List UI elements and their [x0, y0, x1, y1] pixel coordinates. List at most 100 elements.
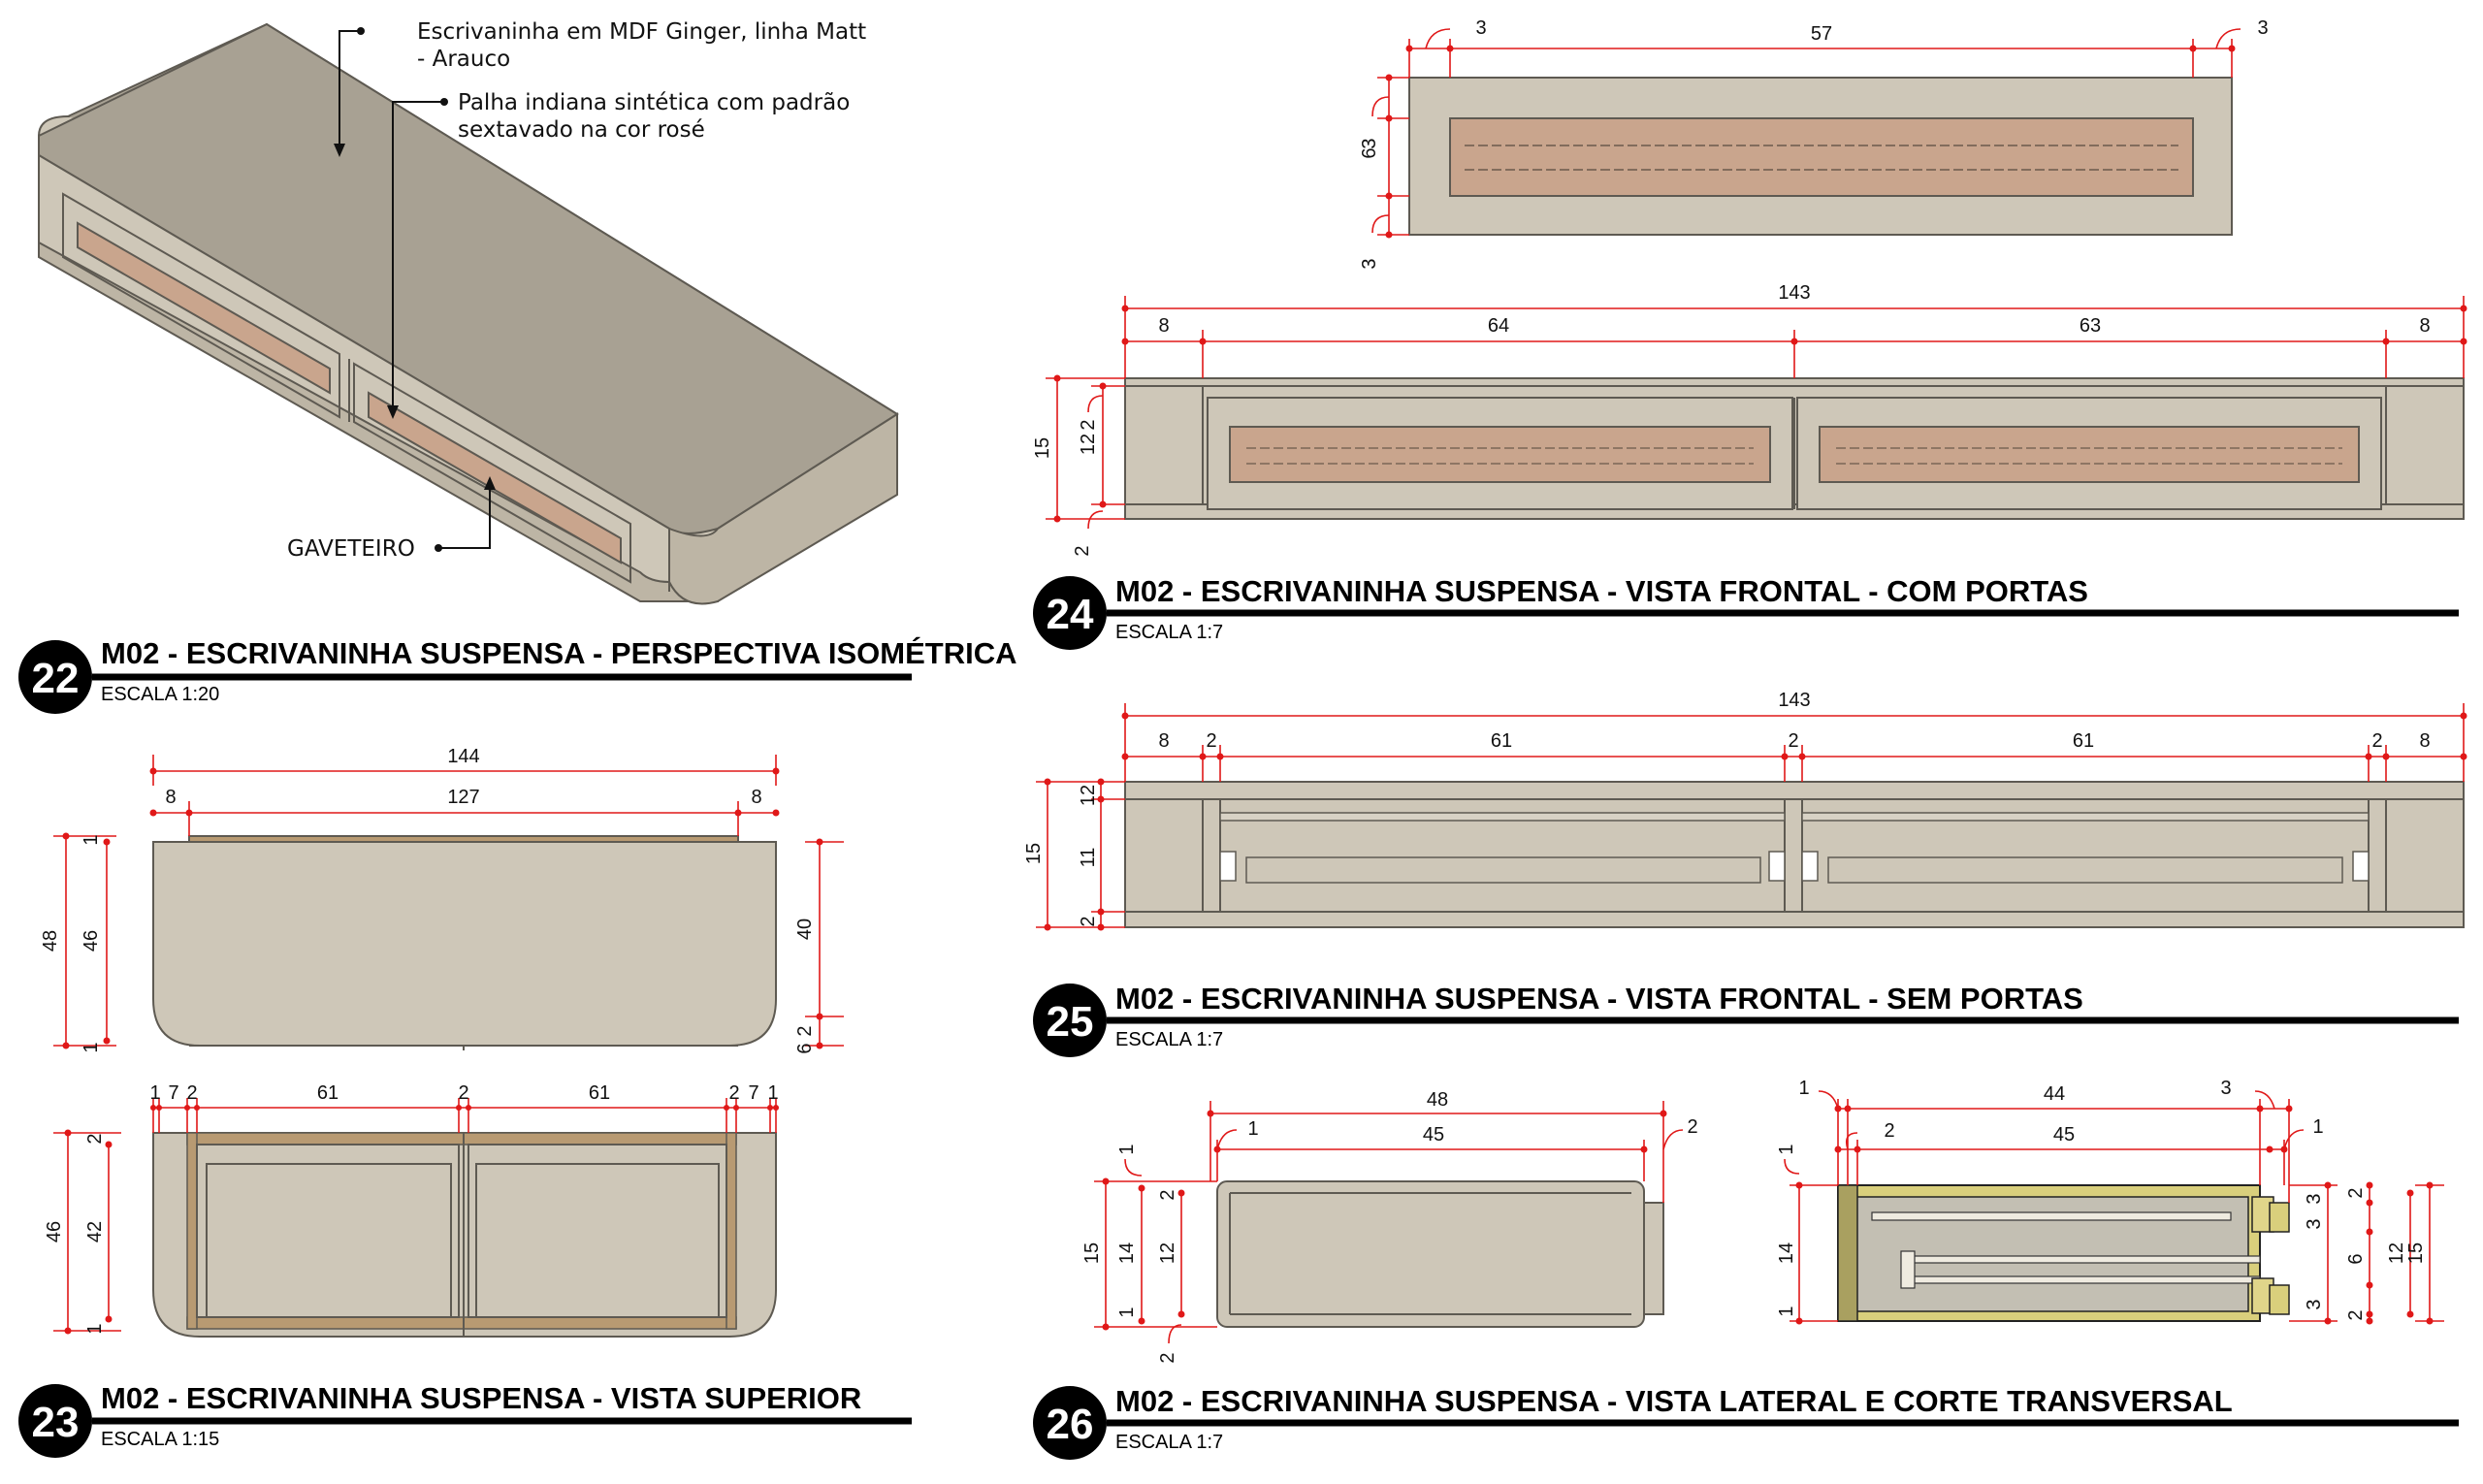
door-detail-view: [1408, 77, 2233, 236]
dim-26b-right-2: 2: [2345, 1187, 2367, 1198]
view-number-22: 22: [32, 655, 80, 702]
top-view-lower: [152, 1132, 777, 1338]
dim-24-63: 63: [2080, 315, 2101, 337]
side-view-dimensions: 48 1 45 2 15 14 12 2 1 1 2: [1081, 1089, 1698, 1364]
dim-door-height-6: 6: [1359, 147, 1380, 158]
dim-26b-right-6: 6: [2345, 1253, 2367, 1264]
dim-24-height-12: 12: [1078, 434, 1099, 455]
view-number-23: 23: [32, 1399, 80, 1446]
dim-23b-2b: 2: [458, 1082, 468, 1104]
top-view-lower-dimensions: 1 7 2 61 2 61 2 7 1 46 42 2 1: [44, 1082, 779, 1335]
dim-23b-1: 1: [149, 1082, 160, 1104]
dim-26b-right-2b: 2: [2345, 1309, 2367, 1320]
dim-23b-7b: 7: [748, 1082, 758, 1104]
title-block-24: 24 M02 - ESCRIVANINHA SUSPENSA - VISTA F…: [1033, 574, 2459, 650]
side-view: [1216, 1180, 1664, 1328]
dim-24-64: 64: [1488, 315, 1509, 337]
dim-24-height-15: 15: [1032, 437, 1053, 459]
dim-23-right-6: 6: [794, 1043, 816, 1053]
cross-section-view: [1837, 1184, 2290, 1322]
dim-26b-right-15: 15: [2405, 1242, 2427, 1264]
title-block-22: 22 M02 - ESCRIVANINHA SUSPENSA - PERSPEC…: [18, 636, 1016, 714]
dim-25-2c: 2: [2371, 730, 2382, 752]
dim-23b-depth-46: 46: [44, 1221, 65, 1242]
drawer-annotation: GAVETEIRO: [287, 536, 415, 562]
isometric-annotations: Escrivaninha em MDF Ginger, linha Matt -…: [287, 19, 866, 562]
dim-23b-1b: 1: [767, 1082, 778, 1104]
dim-23b-bottom-1: 1: [84, 1323, 106, 1334]
dim-26b-1: 1: [1798, 1078, 1809, 1099]
view-scale-23: ESCALA 1:15: [101, 1429, 219, 1450]
dim-23b-2: 2: [186, 1082, 197, 1104]
dim-23-right-2: 2: [794, 1025, 816, 1036]
dim-24-total: 143: [1778, 282, 1810, 304]
dim-23-bottom-1: 1: [81, 1042, 102, 1052]
view-title-26: M02 - ESCRIVANINHA SUSPENSA - VISTA LATE…: [1115, 1384, 2233, 1418]
view-number-24: 24: [1047, 591, 1094, 638]
dim-23-total: 144: [447, 746, 479, 767]
dim-25-61a: 61: [1491, 730, 1512, 752]
dim-23b-61b: 61: [589, 1082, 610, 1104]
dim-door-right-3: 3: [2257, 17, 2268, 39]
dim-26b-1b: 1: [2312, 1116, 2323, 1138]
dim-26b-2: 2: [1884, 1120, 1894, 1142]
material-annotation-line1: Escrivaninha em MDF Ginger, linha Matt: [417, 19, 866, 45]
dim-26b-left-1b: 1: [1776, 1306, 1797, 1316]
dim-26b-right-12: 12: [2386, 1242, 2407, 1264]
view-title-23: M02 - ESCRIVANINHA SUSPENSA - VISTA SUPE…: [101, 1381, 861, 1415]
dim-26a-1: 1: [1247, 1118, 1258, 1140]
dim-23b-depth-42: 42: [84, 1221, 106, 1242]
isometric-view: [37, 22, 899, 605]
dim-23-mid: 127: [447, 787, 479, 808]
dim-26b-left-14: 14: [1776, 1242, 1797, 1264]
dim-door-height-3: 3: [1359, 138, 1380, 148]
door-detail-dimensions: 3 57 3 6 3 3: [1359, 17, 2269, 270]
dim-26b-right-3c: 3: [2304, 1299, 2325, 1309]
title-block-26: 26 M02 - ESCRIVANINHA SUSPENSA - VISTA L…: [1033, 1384, 2459, 1460]
dim-25-bottom-2: 2: [1078, 916, 1099, 926]
view-scale-24: ESCALA 1:7: [1115, 622, 1223, 643]
view-scale-26: ESCALA 1:7: [1115, 1432, 1223, 1453]
dim-25-mid-11: 11: [1078, 848, 1099, 868]
view-title-22: M02 - ESCRIVANINHA SUSPENSA - PERSPECTIV…: [101, 636, 1016, 670]
dim-26a-45: 45: [1423, 1124, 1444, 1145]
dim-door-bottom-3: 3: [1359, 258, 1380, 269]
dim-24-top-2: 2: [1078, 419, 1099, 430]
top-view-upper: [152, 835, 777, 1050]
dim-26a-14: 14: [1116, 1242, 1138, 1264]
dim-23-top-1: 1: [81, 834, 102, 845]
dim-24-bottom-2: 2: [1072, 545, 1093, 556]
view-title-25: M02 - ESCRIVANINHA SUSPENSA - VISTA FRON…: [1115, 982, 2083, 1016]
straw-annotation-line1: Palha indiana sintética com padrão: [458, 90, 850, 115]
dim-26b-right-3b: 3: [2304, 1218, 2325, 1229]
view-scale-25: ESCALA 1:7: [1115, 1029, 1223, 1050]
dim-26b-3: 3: [2220, 1078, 2231, 1099]
title-block-23: 23 M02 - ESCRIVANINHA SUSPENSA - VISTA S…: [18, 1381, 912, 1458]
front-view-with-doors-dimensions: 143 8 64 63 8 15 12 2 2: [1032, 282, 2467, 557]
dim-24-8a: 8: [1158, 315, 1169, 337]
dim-25-2a: 2: [1206, 730, 1216, 752]
dim-26b-left-1: 1: [1776, 1144, 1797, 1154]
dim-23b-7: 7: [168, 1082, 178, 1104]
view-number-25: 25: [1047, 998, 1094, 1046]
front-view-without-doors: [1124, 781, 2465, 928]
cross-section-dimensions: 1 44 3 2 45 1 1 14 1 3 3 2 6 12 15 3: [1776, 1078, 2444, 1325]
dim-23b-2c: 2: [728, 1082, 739, 1104]
dim-26a-2bot: 2: [1157, 1352, 1178, 1363]
dim-26b-45: 45: [2053, 1124, 2075, 1145]
title-block-25: 25 M02 - ESCRIVANINHA SUSPENSA - VISTA F…: [1033, 982, 2459, 1057]
dim-26a-15: 15: [1081, 1242, 1103, 1264]
dim-25-61b: 61: [2073, 730, 2094, 752]
dim-26a-1bot: 1: [1116, 1307, 1138, 1317]
dim-25-8a: 8: [1158, 730, 1169, 752]
dim-26a-1top: 1: [1116, 1144, 1138, 1154]
front-view-without-doors-dimensions: 143 8 2 61 2 61 2 8 15 12 11 2: [1023, 690, 2467, 931]
view-title-24: M02 - ESCRIVANINHA SUSPENSA - VISTA FRON…: [1115, 574, 2088, 608]
dim-23-right: 8: [751, 787, 761, 808]
dim-24-8b: 8: [2419, 315, 2430, 337]
dim-26a-12: 12: [1157, 1242, 1178, 1264]
dim-23-depth-48: 48: [40, 930, 61, 952]
dim-26a-48: 48: [1427, 1089, 1448, 1111]
dim-25-height-15: 15: [1023, 843, 1045, 864]
